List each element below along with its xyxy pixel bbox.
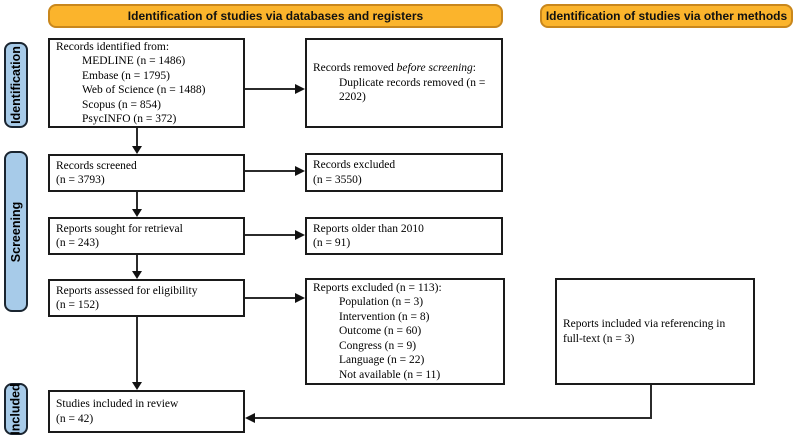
excluded-language: Language (n = 22): [339, 354, 425, 367]
box-reports-sought: Reports sought for retrieval (n = 243): [48, 217, 245, 255]
reports-referencing-line1: Reports included via referencing in: [563, 318, 726, 330]
box-studies-included: Studies included in review (n = 42): [48, 390, 245, 433]
records-removed-title: Records removed before screening:: [313, 61, 495, 76]
db-web-of-science: Web of Science (n = 1488): [82, 84, 206, 96]
records-removed-title-italic: before screening: [396, 62, 473, 75]
db-medline: MEDLINE (n = 1486): [82, 55, 186, 67]
arrow-referencing-elbow-horizontal: [254, 417, 652, 419]
duplicates-removed: Duplicate records removed (n = 2202): [339, 76, 486, 104]
arrow-sought-to-assessed-head: [132, 271, 142, 279]
reports-older-count: (n = 91): [313, 237, 351, 249]
box-records-excluded: Records excluded (n = 3550): [305, 153, 503, 192]
box-reports-older: Reports older than 2010 (n = 91): [305, 217, 503, 255]
arrow-assessed-to-excluded-head: [295, 293, 305, 303]
excluded-population: Population (n = 3): [339, 296, 424, 309]
arrow-assessed-to-excluded-line: [245, 297, 296, 299]
arrow-identified-to-screened-line: [136, 128, 138, 148]
arrow-assessed-to-included-head: [132, 382, 142, 390]
box-records-removed: Records removed before screening: Duplic…: [305, 38, 503, 128]
arrow-screened-to-excluded-head: [295, 166, 305, 176]
reports-referencing-line2: full-text (n = 3): [563, 332, 635, 345]
studies-included-line1: Studies included in review: [56, 398, 179, 410]
reports-older-line1: Reports older than 2010: [313, 222, 424, 235]
excluded-not-available: Not available (n = 11): [339, 368, 441, 381]
stage-included: Included: [4, 383, 28, 435]
db-scopus: Scopus (n = 854): [82, 98, 161, 111]
stage-screening-label: Screening: [9, 201, 23, 262]
records-removed-title-pre: Records removed: [313, 62, 397, 75]
box-reports-referencing: Reports included via referencing in full…: [555, 278, 755, 385]
arrow-identified-to-removed-head: [295, 84, 305, 94]
stage-included-label: Included: [9, 383, 23, 435]
records-screened-line1: Records screened: [56, 159, 137, 172]
reports-assessed-line1: Reports assessed for eligibility: [56, 284, 198, 297]
arrow-screened-to-excluded-line: [245, 170, 296, 172]
arrow-identified-to-removed-line: [245, 88, 296, 90]
box-records-screened: Records screened (n = 3793): [48, 154, 245, 192]
arrow-screened-to-sought-line: [136, 192, 138, 210]
arrow-sought-to-older-line: [245, 234, 296, 236]
db-psycinfo: PsycINFO (n = 372): [82, 113, 177, 125]
arrow-assessed-to-included-line: [136, 317, 138, 383]
arrow-screened-to-sought-head: [132, 209, 142, 217]
box-reports-excluded: Reports excluded (n = 113): Population (…: [305, 278, 505, 385]
arrow-referencing-head: [245, 413, 255, 423]
stage-identification: Identification: [4, 42, 28, 128]
stage-screening: Screening: [4, 151, 28, 312]
studies-included-count: (n = 42): [56, 412, 94, 425]
records-removed-title-post: :: [472, 62, 476, 75]
reports-sought-line1: Reports sought for retrieval: [56, 222, 183, 235]
reports-assessed-count: (n = 152): [56, 299, 99, 311]
excluded-outcome: Outcome (n = 60): [339, 325, 422, 338]
reports-sought-count: (n = 243): [56, 237, 99, 249]
records-excluded-count: (n = 3550): [313, 173, 362, 186]
db-embase: Embase (n = 1795): [82, 69, 170, 82]
reports-excluded-title: Reports excluded (n = 113):: [313, 281, 442, 294]
arrow-identified-to-screened-head: [132, 146, 142, 154]
stage-identification-label: Identification: [9, 46, 23, 124]
excluded-intervention: Intervention (n = 8): [339, 310, 430, 323]
header-other-methods: Identification of studies via other meth…: [540, 4, 793, 28]
arrow-referencing-elbow-vertical: [650, 385, 652, 419]
box-reports-assessed: Reports assessed for eligibility (n = 15…: [48, 279, 245, 317]
arrow-sought-to-assessed-line: [136, 255, 138, 272]
records-screened-count: (n = 3793): [56, 174, 105, 186]
header-databases-registers: Identification of studies via databases …: [48, 4, 503, 28]
arrow-sought-to-older-head: [295, 230, 305, 240]
box-records-identified-title: Records identified from:: [56, 40, 170, 53]
excluded-congress: Congress (n = 9): [339, 339, 417, 352]
records-excluded-line1: Records excluded: [313, 159, 396, 171]
box-records-identified: Records identified from: MEDLINE (n = 14…: [48, 38, 245, 128]
